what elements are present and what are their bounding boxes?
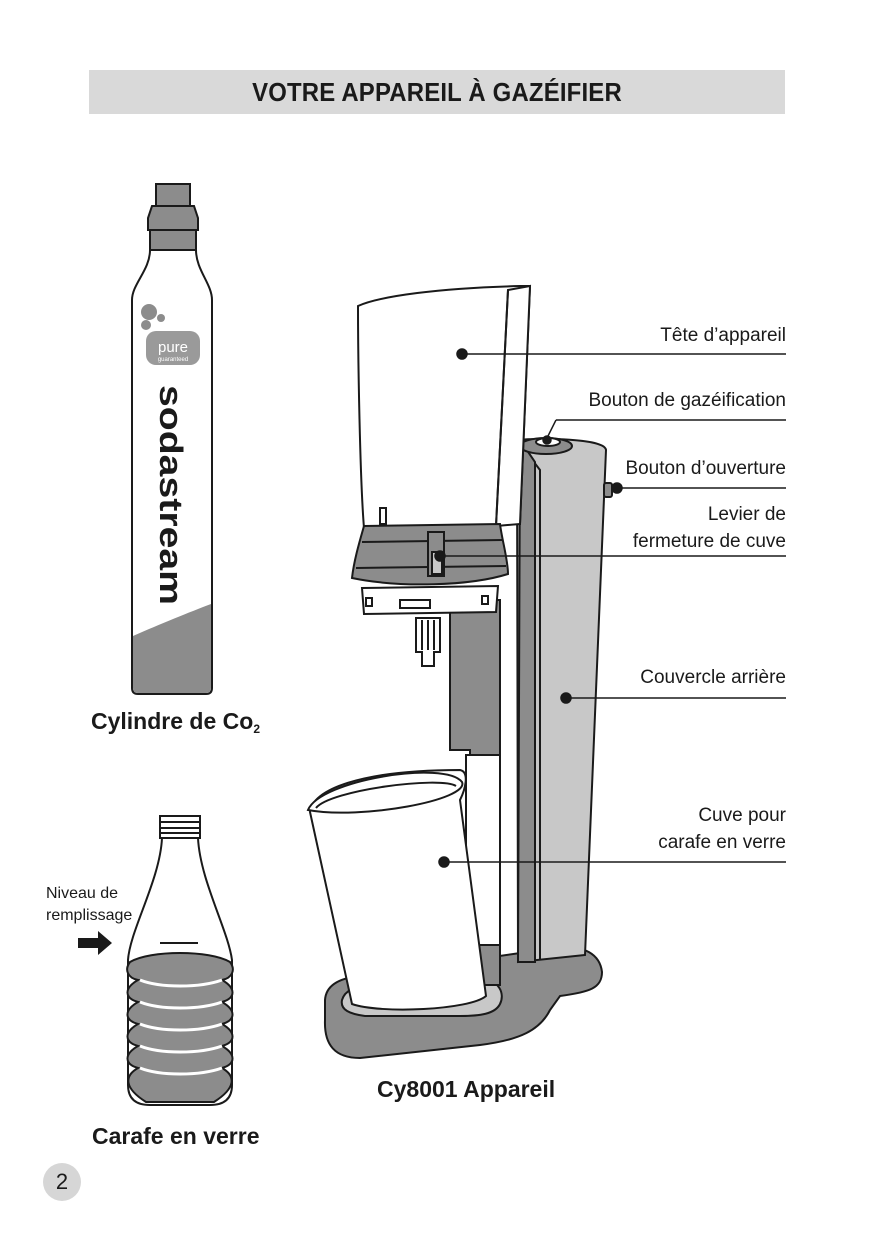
appliance-caption-text: Cy8001 Appareil bbox=[377, 1076, 556, 1102]
page-number-badge: 2 bbox=[43, 1163, 81, 1201]
appliance-illustration bbox=[306, 284, 613, 1060]
page-title: VOTRE APPAREIL À GAZÉIFIER bbox=[252, 76, 622, 107]
label-release-button: Bouton d’ouverture bbox=[625, 458, 786, 479]
fill-level-label: Niveau de remplissage bbox=[46, 883, 132, 927]
fill-level-label-line2: remplissage bbox=[46, 907, 133, 924]
callout-lines bbox=[434, 348, 786, 868]
label-carbonation-button: Bouton de gazéification bbox=[588, 390, 786, 411]
label-back-cover: Couvercle arrière bbox=[640, 667, 786, 688]
pure-badge-subtext: guaranteed bbox=[158, 357, 188, 363]
pure-badge-text: pure bbox=[158, 339, 188, 356]
cylinder-bubbles-icon bbox=[141, 304, 165, 330]
label-carafe-cup: Cuve pour carafe en verre bbox=[658, 805, 786, 853]
appliance-caption: Cy8001 Appareil bbox=[377, 1076, 555, 1103]
fill-level-arrow-icon bbox=[78, 931, 112, 955]
cylinder-brand-text: sodastream bbox=[153, 385, 189, 605]
carafe-caption: Carafe en verre bbox=[92, 1123, 260, 1150]
fill-level-label-line1: Niveau de bbox=[46, 885, 119, 902]
cylinder-caption: Cylindre de Co2 bbox=[91, 708, 260, 736]
carafe-caption-text: Carafe en verre bbox=[92, 1123, 260, 1149]
cylinder-caption-subscript: 2 bbox=[253, 722, 260, 736]
section-title-bar: VOTRE APPAREIL À GAZÉIFIER bbox=[89, 70, 785, 114]
page-number: 2 bbox=[55, 1169, 69, 1194]
label-cup-lock-lever: Levier de fermeture de cuve bbox=[632, 504, 786, 552]
cylinder-caption-text: Cylindre de Co bbox=[91, 708, 254, 734]
label-device-head: Tête d’appareil bbox=[660, 325, 786, 346]
glass-carafe-illustration bbox=[126, 815, 234, 1106]
pure-badge: pure guaranteed bbox=[146, 331, 200, 365]
